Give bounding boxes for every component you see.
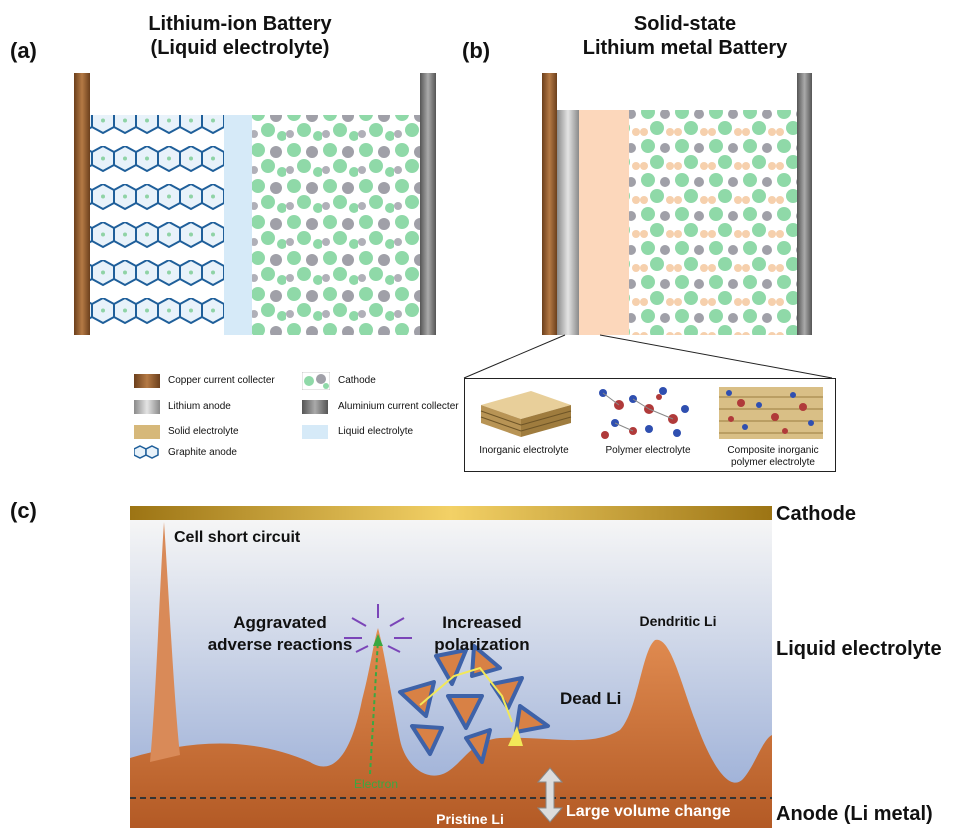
label-volume-change: Large volume change [566,803,731,820]
zoom-lines [463,334,833,379]
inset-label-inorganic: Inorganic electrolyte [479,445,569,456]
label-increased-1: Increased [442,613,521,632]
polymer-electrolyte-image [599,387,689,439]
copper-collector-b [542,73,557,335]
label-pristine-li: Pristine Li [436,811,504,827]
solid-electrolyte-swatch [134,425,160,439]
polarization-arrowhead [508,726,523,746]
inset-label-polymer: Polymer electrolyte [605,445,691,456]
volume-change-arrow [536,767,564,823]
li-metal-surface [130,628,772,828]
side-label-anode: Anode (Li metal) [776,803,933,825]
panel-b-label: (b) [462,38,491,63]
short-circuit-dendrite [150,522,180,762]
label-dead-li: Dead Li [560,689,621,708]
solid-electrolyte [579,110,629,335]
polarization-path [419,666,513,723]
liquid-electrolyte-swatch [302,425,328,439]
panel-b-title: Solid-state Lithium metal Battery [540,12,830,60]
lithium-anode [557,110,579,335]
panel-b-title-line2: Lithium metal Battery [582,37,788,59]
dead-li-particles [398,644,550,764]
cathode-bar [130,506,772,520]
label-increased-2: polarization [434,635,529,654]
legend-lithium: Lithium anode [168,401,231,412]
panel-c-label: (c) [10,498,37,523]
liquid-electrolyte [224,115,252,335]
electron-arrowhead [373,634,383,646]
panel-a-title-line2: (Liquid electrolyte) [150,37,330,59]
copper-swatch [134,374,160,388]
side-label-liquid: Liquid electrolyte [776,638,942,660]
panel-a-title-line1: Lithium-ion Battery [148,13,332,35]
label-dendritic: Dendritic Li [639,613,716,629]
legend-graphite: Graphite anode [168,447,237,458]
inset-label-composite: Composite inorganic polymer electrolyte [727,445,819,468]
cathode-swatch [302,372,330,390]
label-short-circuit: Cell short circuit [174,529,301,546]
composite-electrolyte-image [719,387,823,439]
reaction-arrows [344,604,412,653]
legend-liquid: Liquid electrolyte [338,426,414,437]
panel-c-diagram: Cell short circuit Aggravated adverse re… [130,506,772,828]
label-electron: Electron [354,777,398,791]
lithium-swatch [134,400,160,414]
graphite-swatch [134,445,159,459]
panel-a-title: Lithium-ion Battery (Liquid electrolyte) [120,12,360,60]
label-aggravated-1: Aggravated [233,613,327,632]
legend-cathode: Cathode [338,375,376,386]
inorganic-electrolyte-image [480,391,572,437]
cathode-layer-b [629,110,797,335]
electron-path [369,639,379,775]
aluminium-swatch [302,400,328,414]
copper-collector [74,73,90,335]
panel-b-battery [542,73,812,335]
panel-a-label: (a) [10,38,37,63]
legend-solid: Solid electrolyte [168,426,239,437]
side-label-cathode: Cathode [776,503,856,525]
cathode-layer [252,115,420,335]
legend-copper: Copper current collecter [168,375,275,386]
legend-aluminium: Aluminium current collecter [338,401,459,412]
graphite-anode [90,115,224,335]
panel-a-battery [74,73,436,335]
legend: Copper current collecter Lithium anode S… [134,370,464,462]
panel-b-title-line1: Solid-state [633,13,737,35]
electrolyte-inset: Inorganic electrolyte Polymer electrolyt… [464,378,836,472]
label-aggravated-2: adverse reactions [208,635,353,654]
aluminium-collector-b [797,73,812,335]
aluminium-collector [420,73,436,335]
